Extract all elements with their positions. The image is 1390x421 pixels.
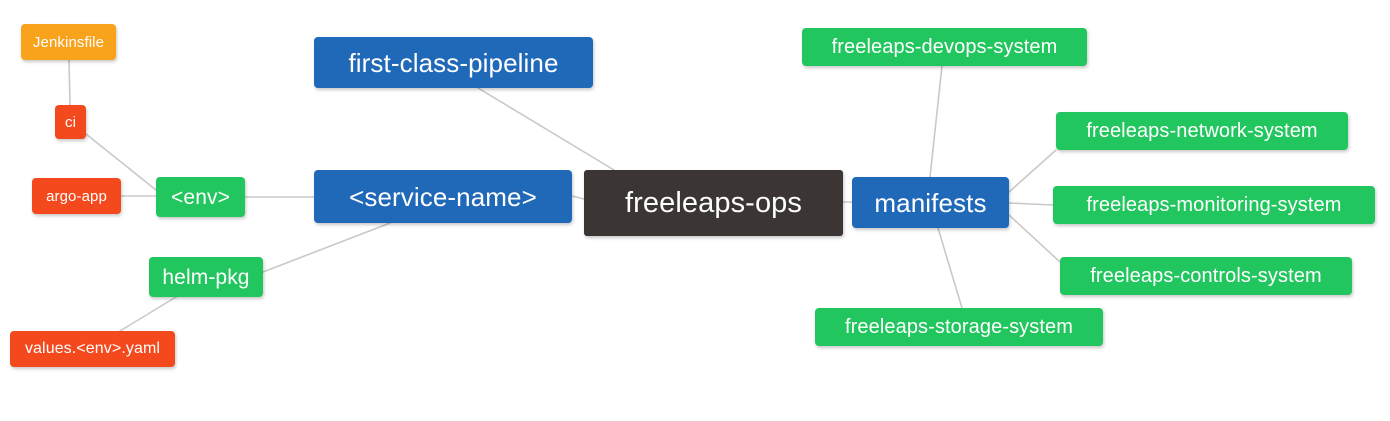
node-label-ci: ci (64, 113, 77, 131)
edge-first-class-pipeline-to-freeleaps-ops (477, 87, 615, 171)
edge-values-env-yaml-to-helm-pkg (119, 296, 177, 332)
node-label-freeleaps-controls-system: freeleaps-controls-system (1090, 265, 1322, 287)
node-label-manifests: manifests (874, 187, 987, 218)
edge-jenkinsfile-to-ci (68, 59, 71, 106)
edge-service-name-to-freeleaps-ops (571, 195, 585, 200)
node-jenkinsfile[interactable]: Jenkinsfile (21, 24, 116, 60)
node-label-freeleaps-monitoring-system: freeleaps-monitoring-system (1086, 194, 1342, 216)
node-env[interactable]: <env> (156, 177, 245, 217)
node-label-freeleaps-ops: freeleaps-ops (624, 186, 802, 219)
node-label-freeleaps-network-system: freeleaps-network-system (1086, 120, 1318, 142)
node-label-service-name: <service-name> (349, 181, 537, 212)
node-freeleaps-storage-system[interactable]: freeleaps-storage-system (815, 308, 1103, 346)
node-ci[interactable]: ci (55, 105, 86, 139)
edge-manifests-to-freeleaps-controls-system (1008, 214, 1061, 263)
node-label-argo-app: argo-app (46, 187, 107, 205)
node-freeleaps-controls-system[interactable]: freeleaps-controls-system (1060, 257, 1352, 295)
node-label-helm-pkg: helm-pkg (162, 265, 250, 289)
node-argo-app[interactable]: argo-app (32, 178, 121, 214)
node-service-name[interactable]: <service-name> (314, 170, 572, 223)
edge-manifests-to-freeleaps-network-system (1008, 149, 1057, 193)
edge-manifests-to-freeleaps-devops-system (929, 65, 943, 178)
edge-manifests-to-freeleaps-monitoring-system (1008, 202, 1054, 206)
node-freeleaps-devops-system[interactable]: freeleaps-devops-system (802, 28, 1087, 66)
node-values-env-yaml[interactable]: values.<env>.yaml (10, 331, 175, 367)
node-label-freeleaps-storage-system: freeleaps-storage-system (844, 316, 1074, 338)
node-label-freeleaps-devops-system: freeleaps-devops-system (831, 36, 1058, 58)
node-freeleaps-ops[interactable]: freeleaps-ops (584, 170, 843, 236)
node-freeleaps-network-system[interactable]: freeleaps-network-system (1056, 112, 1348, 150)
node-label-jenkinsfile: Jenkinsfile (32, 33, 105, 51)
node-label-env: <env> (171, 185, 230, 209)
edge-helm-pkg-to-service-name (262, 222, 391, 273)
edge-manifests-to-freeleaps-storage-system (937, 227, 963, 309)
node-freeleaps-monitoring-system[interactable]: freeleaps-monitoring-system (1053, 186, 1375, 224)
node-helm-pkg[interactable]: helm-pkg (149, 257, 263, 297)
node-label-values-env-yaml: values.<env>.yaml (24, 340, 161, 357)
node-label-first-class-pipeline: first-class-pipeline (348, 47, 559, 78)
node-first-class-pipeline[interactable]: first-class-pipeline (314, 37, 593, 88)
node-manifests[interactable]: manifests (852, 177, 1009, 228)
